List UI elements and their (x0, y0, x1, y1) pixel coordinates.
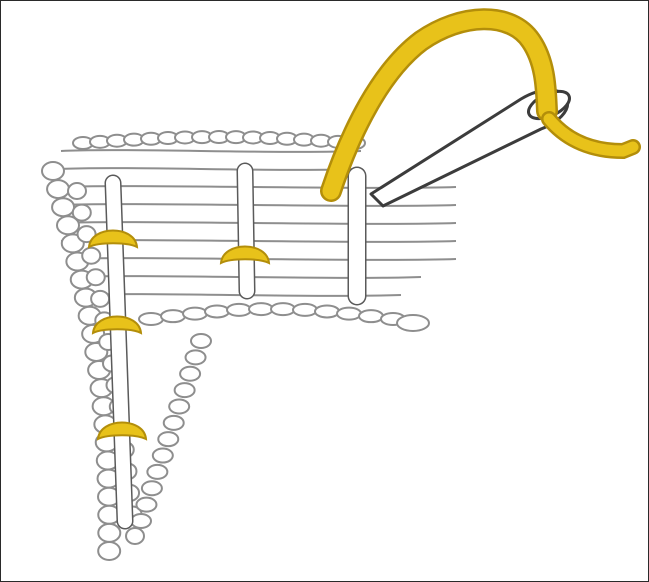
yellow-yarn-icon (331, 19, 633, 191)
edge-loop (98, 524, 120, 542)
edge-loop (98, 542, 120, 560)
edge-loop (139, 313, 163, 325)
knit-bar (245, 171, 247, 291)
edge-loop (52, 198, 74, 216)
edge-loop (271, 303, 295, 315)
edge-loop (142, 481, 162, 495)
edge-loop (315, 305, 339, 317)
edge-loop (175, 383, 195, 397)
edge-loop (249, 303, 273, 315)
edge-loop (169, 399, 189, 413)
inner-loop (87, 269, 105, 285)
inner-loop (73, 205, 91, 221)
edge-loop (147, 465, 167, 479)
inner-loop (82, 248, 100, 264)
edge-loop (227, 304, 251, 316)
edge-loop (164, 416, 184, 430)
edge-loop (47, 180, 69, 198)
edge-loop (191, 334, 211, 348)
knit-row (61, 150, 361, 152)
edge-loop (337, 308, 361, 320)
edge-loop (186, 350, 206, 364)
inner-loop (91, 291, 109, 307)
edge-loop (293, 304, 317, 316)
inner-loop (68, 183, 86, 199)
edge-loop (180, 367, 200, 381)
edge-loop (158, 432, 178, 446)
edge-loop (397, 315, 429, 331)
edge-loop (153, 449, 173, 463)
edge-loop (205, 305, 229, 317)
edge-loop (161, 310, 185, 322)
edge-loop (136, 498, 156, 512)
edge-loop (183, 308, 207, 320)
edge-loop (359, 310, 383, 322)
knit-row (61, 168, 361, 170)
inner-loop (126, 528, 144, 544)
edge-loop (131, 514, 151, 528)
edge-loop (42, 162, 64, 180)
